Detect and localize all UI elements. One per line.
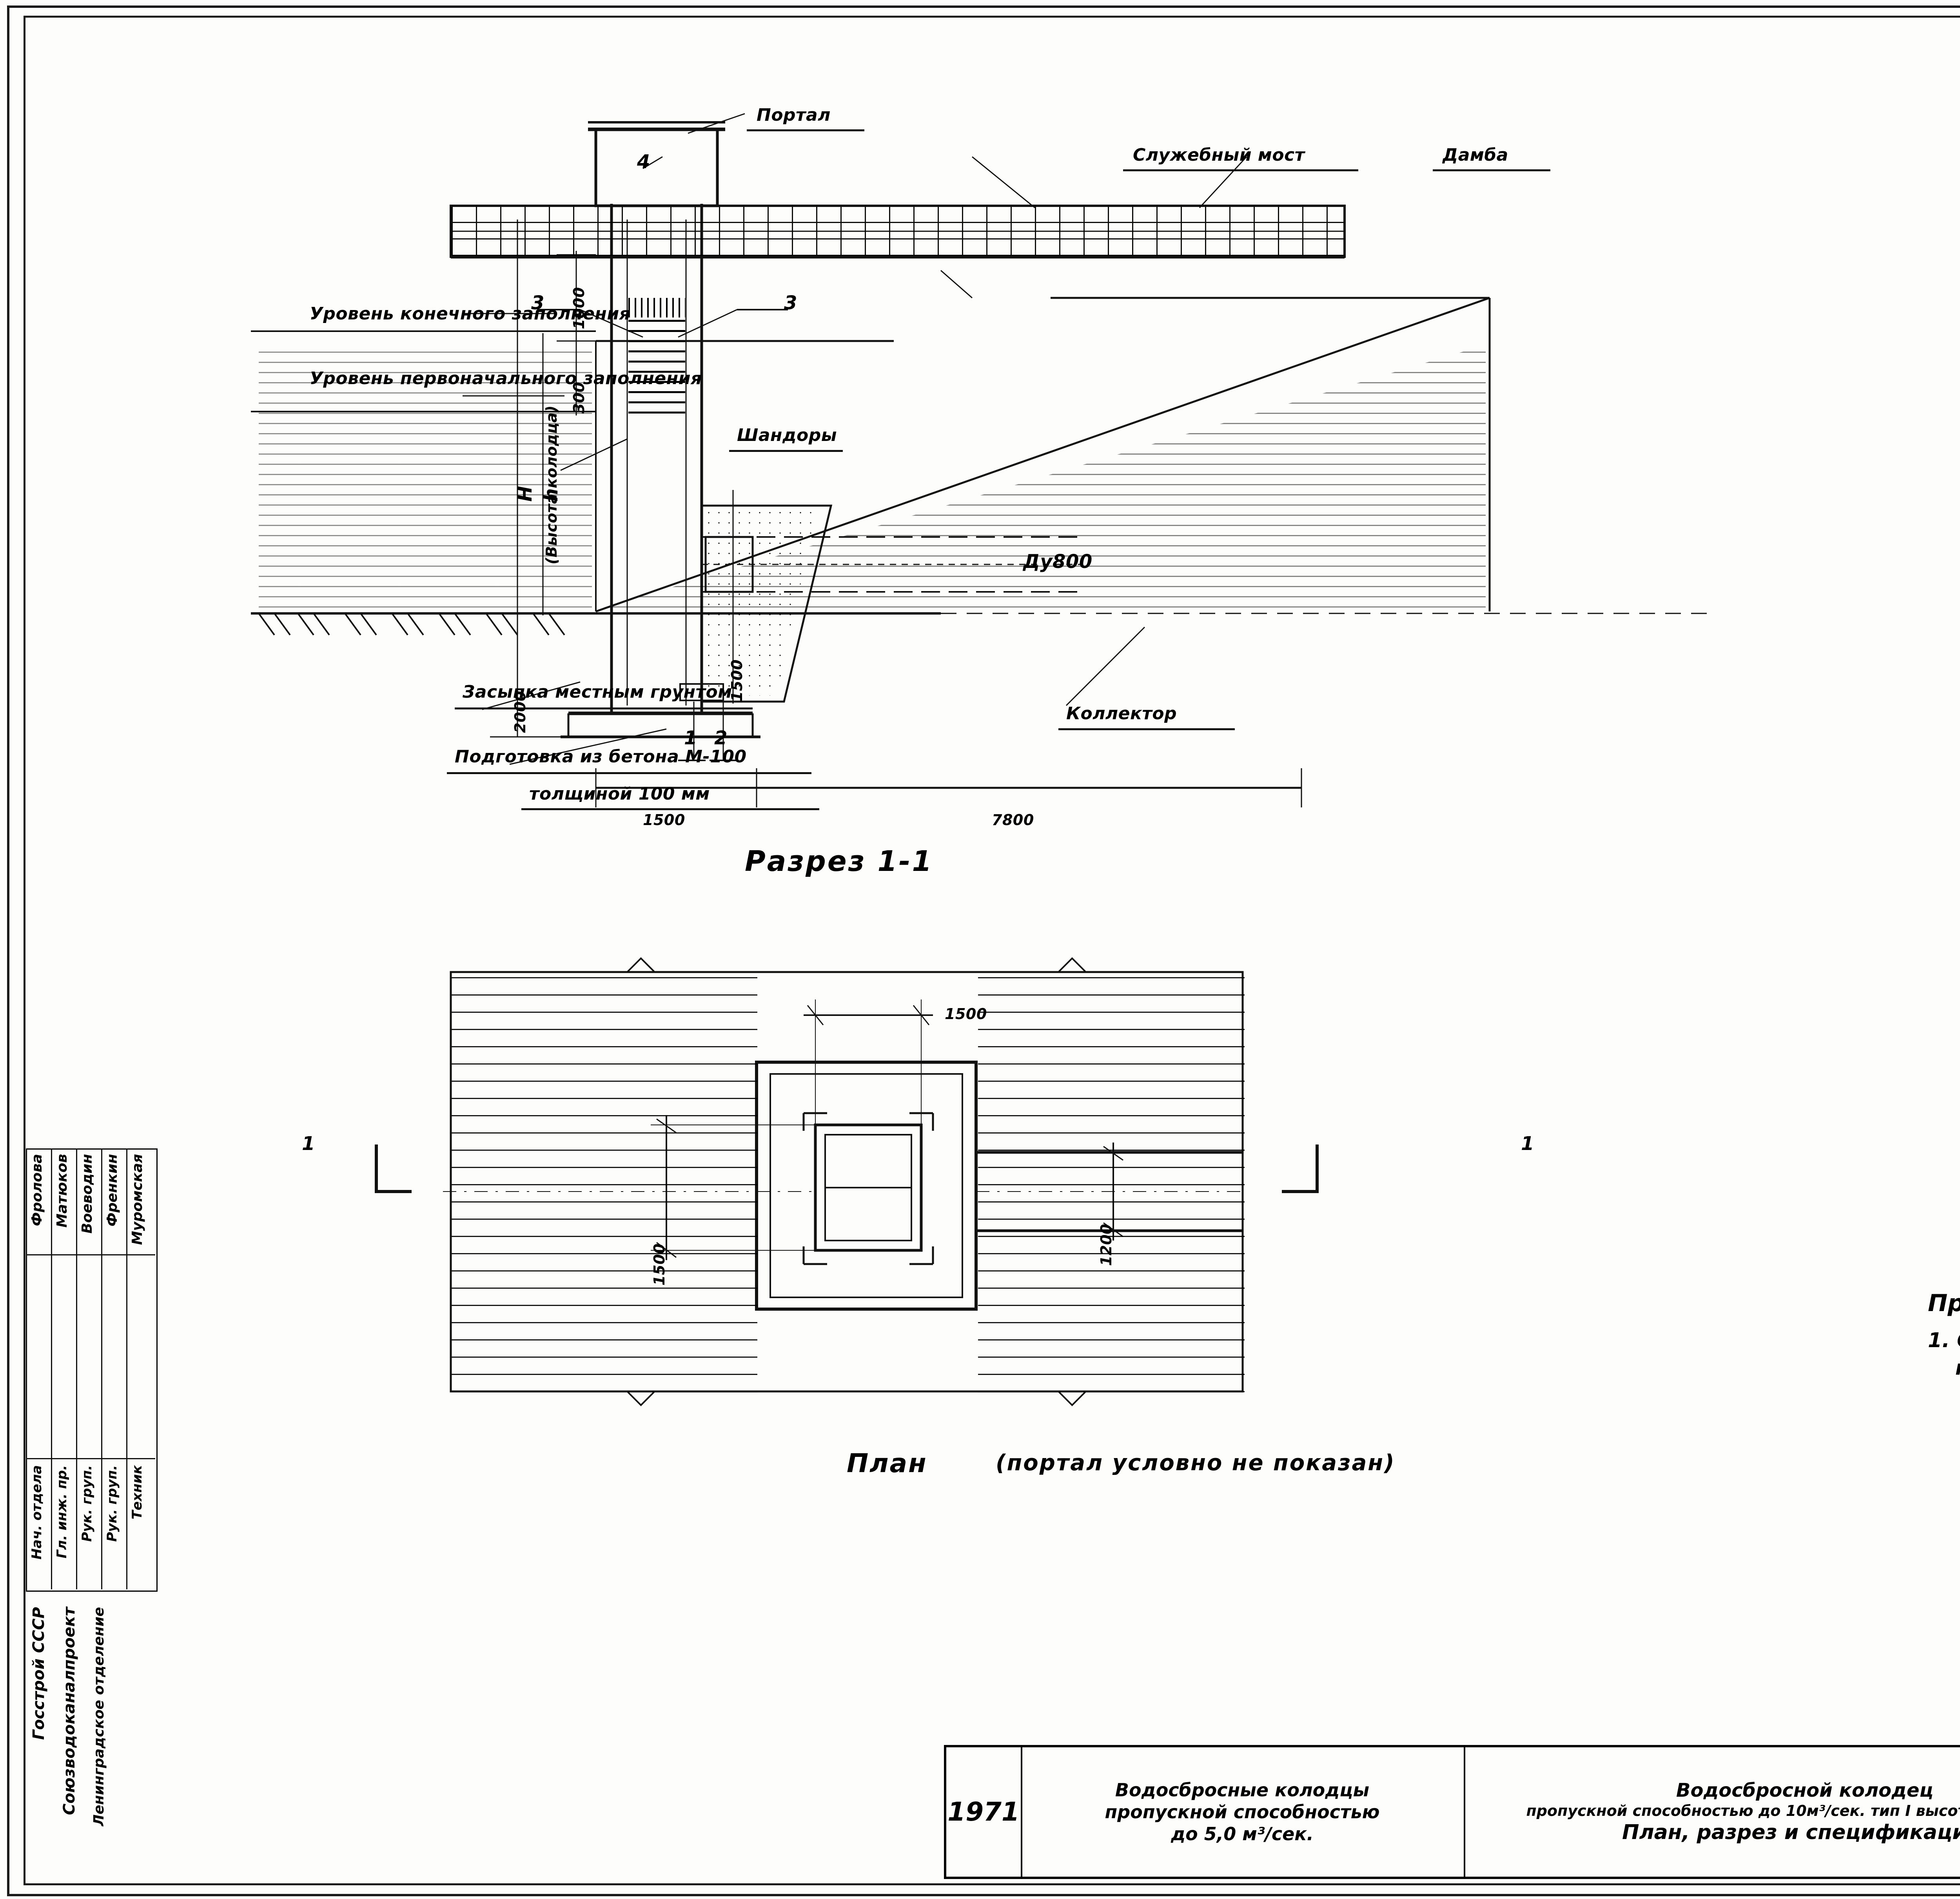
plan-dim-1500-top: 1500 [945,1005,987,1023]
label-backfill: Засыпка местным грунтом [463,682,732,702]
name-1: Матюков [54,1154,70,1228]
label-h-symbol: h [540,488,562,502]
title-block: 1971 Водосбросные колодцы пропускной спо… [944,1745,1960,1879]
role-0: Нач. отдела [29,1465,45,1560]
concrete-prep-underline [447,772,811,774]
name-2: Воеводин [79,1154,95,1234]
label-collector: Коллектор [1066,704,1177,724]
mark-1: 1 [684,727,697,749]
notes-line-1: 1. Соединение колодца с коллектором [1928,1329,1960,1352]
label-service-bridge: Служебный мост [1133,145,1305,165]
label-stoplogs: Шандоры [737,425,837,445]
name-4: Муромская [129,1154,145,1245]
grate-hatch [628,298,685,317]
stoplogs-underline [729,450,843,452]
plan-caption: План [847,1448,927,1478]
grid-row-divider-1 [26,1254,155,1255]
portal-underline [747,129,864,131]
label-well-height-symbol: Н [514,486,536,502]
dim-7800: 7800 [992,811,1034,829]
plan-hatch-left [452,973,757,1392]
left-title-strip: Фролова Матюков Воеводин Френкин Муромск… [26,1148,158,1826]
title-block-year-cell: 1971 [946,1747,1022,1877]
dim-300: 300 [570,382,588,414]
organization-line-3: Ленинградское отделение [91,1607,107,1826]
mark-3-left: 3 [531,292,544,314]
title-block-title-l1: Водосбросной колодец [1676,1779,1934,1801]
concrete-prep2-underline [521,808,819,810]
section-drawing [251,113,1717,807]
label-dn800: Ду800 [1023,551,1093,573]
section-mark-left: 1 [302,1133,315,1155]
dim-2000: 2000 [512,691,529,733]
notes-block: Примечание: 1. Соединение колодца с колл… [1928,1290,1960,1380]
section-caption: Разрез 1-1 [745,845,933,878]
dim-1000: 1000 [570,287,588,329]
title-block-object-cell: Водосбросные колодцы пропускной способно… [1021,1747,1465,1877]
title-block-title-l2: пропускной способностью до 10м³/сек. тип… [1526,1802,1960,1820]
title-block-title-l3: План, разрез и спецификация. [1622,1820,1960,1844]
plan-dim-1200: 1200 [1098,1224,1115,1266]
title-block-object-l1: Водосбросные колодцы [1115,1779,1370,1801]
label-well-height-note: (Высота колодца) [543,405,560,564]
organization-line-1: Госстрой СССР [30,1607,48,1740]
title-block-object-l3: до 5,0 м³/сек. [1171,1823,1314,1845]
grid-divider-3 [101,1148,102,1589]
grid-divider-2 [76,1148,77,1589]
role-2: Рук. груп. [79,1465,95,1542]
role-3: Рук. груп. [104,1465,120,1542]
mark-3-right: 3 [784,292,797,314]
label-dam: Дамба [1443,145,1508,165]
title-block-object-l2: пропускной способностью [1105,1801,1380,1823]
plan-dim-1500-left: 1500 [651,1243,668,1286]
name-0: Фролова [29,1154,45,1226]
mark-2: 2 [714,727,728,749]
dim-1500-bottom: 1500 [643,811,685,829]
dam-underline [1433,169,1550,171]
water-level-hatch [259,345,592,608]
role-1: Гл. инж. пр. [54,1465,70,1558]
plan-caption-note: (портал условно не показан) [996,1450,1396,1476]
label-initial-fill-level: Уровень первоначального заполнения [310,368,702,388]
stoplog-hatch [628,312,685,414]
grid-divider-4 [126,1148,127,1589]
grid-divider-1 [51,1148,52,1589]
collector-underline [1058,728,1235,730]
label-final-fill-level: Уровень конечного заполнения [310,304,631,324]
bridge-underline [1123,169,1358,171]
bridge-deck-hatch [452,207,1344,256]
organization-line-2: Союзводоканалпроект [60,1607,78,1815]
role-4: Техник [129,1465,145,1520]
label-concrete-prep: Подготовка из бетона М-100 [455,747,747,767]
dim-1500-vertical: 1500 [728,659,746,702]
sheet-outer-frame [7,5,1960,1896]
label-concrete-prep-2: толщиной 100 мм [529,784,710,804]
notes-line-2: приведено на листе ТГ-2 [1928,1356,1960,1380]
signature-grid [26,1148,158,1592]
sheet-inner-frame [24,16,1960,1885]
name-3: Френкин [104,1154,120,1227]
title-block-year: 1971 [947,1796,1020,1827]
mark-4: 4 [637,151,650,173]
backfill-underline [455,707,753,709]
section-mark-right: 1 [1521,1133,1534,1155]
notes-heading: Примечание: [1928,1290,1960,1317]
label-portal: Портал [757,105,831,125]
plan-hatch-right [978,973,1245,1392]
grid-row-divider-2 [26,1458,155,1459]
title-block-title-cell: Водосбросной колодец пропускной способно… [1464,1747,1960,1877]
